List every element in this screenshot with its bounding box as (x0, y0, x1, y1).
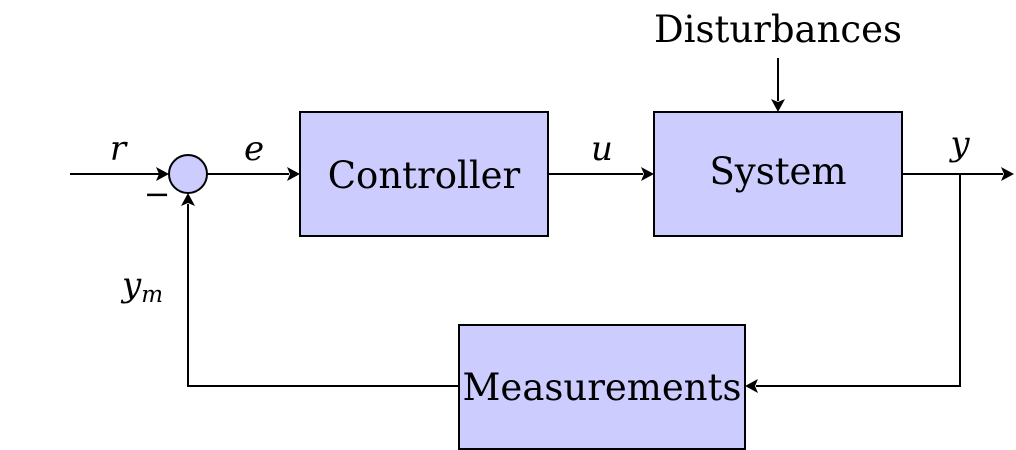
output-arrowhead (1001, 167, 1014, 181)
controller-block: Controller (299, 111, 549, 237)
error-arrowhead (287, 167, 300, 181)
output-label: y (948, 124, 970, 164)
measurements-label: Measurements (463, 366, 742, 409)
measurements-block: Measurements (458, 324, 746, 450)
control-arrowhead (641, 167, 654, 181)
feedback-wire (756, 174, 961, 387)
reference-arrowhead (156, 167, 169, 181)
error-label: e (244, 129, 264, 169)
measured-output-label: ym (120, 265, 163, 308)
system-label: System (709, 150, 846, 193)
measured-output-subscript: m (141, 282, 163, 308)
feedback-sign: − (144, 175, 171, 213)
measured-output-base: y (120, 265, 142, 305)
disturbance-arrowhead (771, 99, 785, 112)
feedback-arrowhead (745, 379, 758, 393)
controller-label: Controller (328, 154, 521, 197)
control-label: u (591, 129, 613, 169)
reference-label: r (110, 129, 128, 169)
measured-arrowhead (181, 193, 195, 206)
summing-junction (168, 154, 208, 194)
measured-wire (187, 204, 459, 387)
system-block: System (653, 111, 903, 237)
disturbances-label: Disturbances (654, 8, 902, 51)
